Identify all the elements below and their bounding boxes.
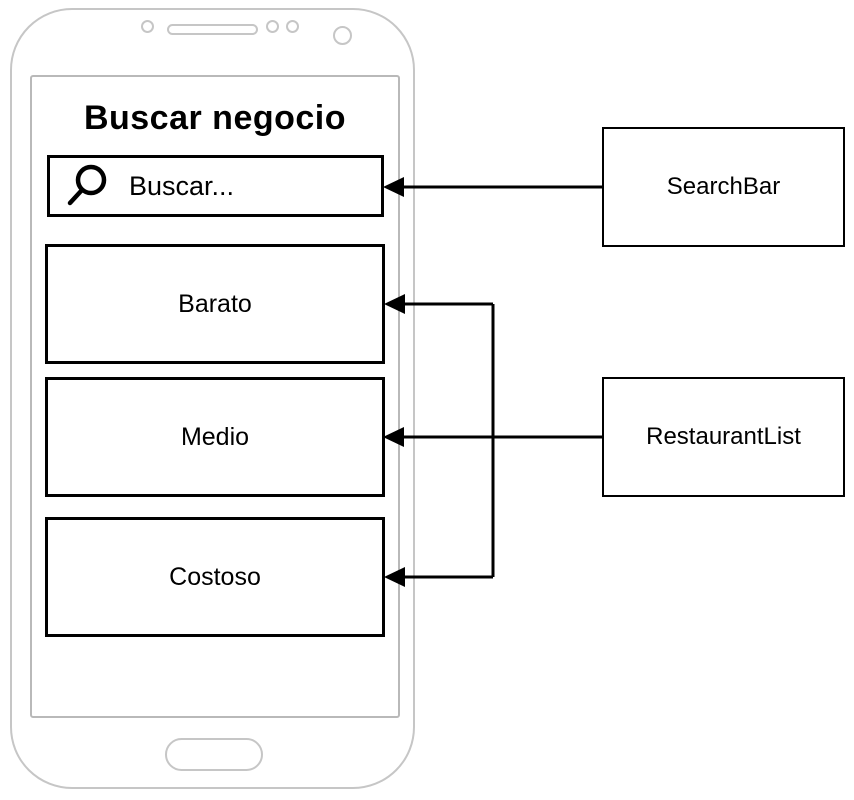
- sensor-dot-icon: [266, 20, 279, 33]
- home-button[interactable]: [165, 738, 263, 771]
- list-item-barato[interactable]: Barato: [45, 244, 385, 364]
- annotation-label: SearchBar: [666, 173, 781, 200]
- annotation-searchbar: SearchBar: [602, 127, 845, 247]
- list-item-label: Medio: [180, 422, 250, 451]
- sensor-dot-icon: [286, 20, 299, 33]
- page-title: Buscar negocio: [83, 99, 347, 137]
- connector-restaurantlist-to-items: [383, 294, 602, 587]
- search-placeholder: Buscar...: [129, 170, 235, 201]
- arrow-searchbar-to-searchinput: [383, 177, 602, 197]
- annotation-restaurantlist: RestaurantList: [602, 377, 845, 497]
- annotation-label: RestaurantList: [646, 423, 801, 450]
- search-icon: [67, 164, 107, 206]
- search-input[interactable]: Buscar...: [47, 155, 384, 217]
- list-item-label: Costoso: [169, 562, 261, 591]
- speaker-grille-icon: [167, 24, 258, 35]
- list-item-costoso[interactable]: Costoso: [45, 517, 385, 637]
- front-camera-icon: [333, 26, 352, 45]
- proximity-sensor-icon: [141, 20, 154, 33]
- list-item-label: Barato: [178, 289, 252, 318]
- list-item-medio[interactable]: Medio: [45, 377, 385, 497]
